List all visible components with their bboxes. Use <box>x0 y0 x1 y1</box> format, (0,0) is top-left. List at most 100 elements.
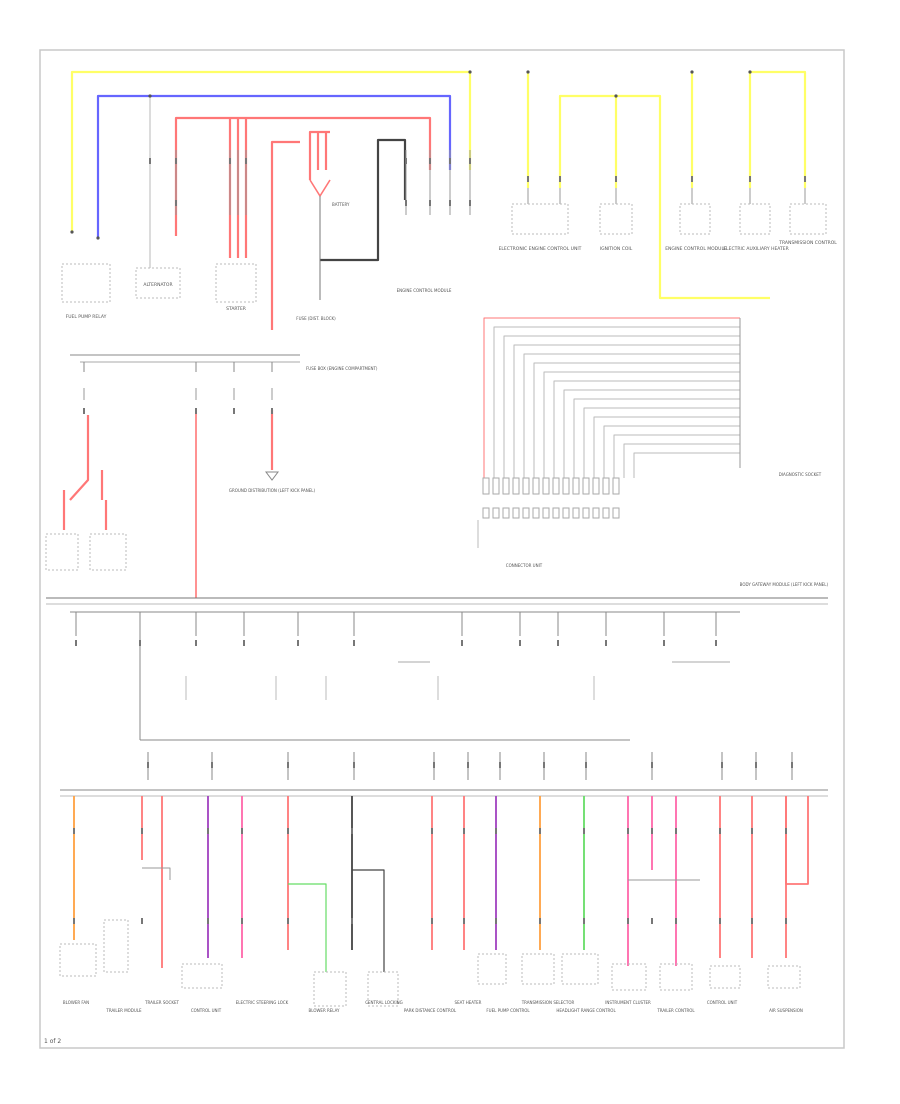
wire-label-mark <box>429 200 431 206</box>
wire-label-mark <box>139 640 141 646</box>
component-label: FUEL PUMP RELAY <box>66 314 107 320</box>
wire-label-mark <box>461 640 463 646</box>
wire-label-mark <box>75 640 77 646</box>
connector-pin <box>512 477 520 495</box>
component-box <box>739 203 771 235</box>
connector-pin <box>522 477 530 495</box>
connector-pin <box>562 507 570 519</box>
component-label: IGNITION COIL <box>600 246 633 252</box>
component-label: TRANSMISSION CONTROL <box>778 240 837 246</box>
component-label: SEAT HEATER <box>455 1000 482 1005</box>
component-label: BODY GATEWAY MODULE (LEFT KICK PANEL) <box>740 582 829 587</box>
wire-label-mark <box>175 158 177 164</box>
wire <box>623 443 740 478</box>
connector-pin <box>612 507 620 519</box>
wire-label-mark <box>245 158 247 164</box>
wire-label-mark <box>463 828 465 834</box>
diagram-border <box>39 49 845 1049</box>
wire-label-mark <box>73 918 75 924</box>
connector-pin <box>592 477 600 495</box>
connector-pin <box>482 507 490 519</box>
wire <box>593 416 740 478</box>
wire-label-mark <box>297 640 299 646</box>
component-box <box>313 971 347 1007</box>
wire <box>583 407 740 478</box>
wire <box>613 434 740 478</box>
component-box <box>181 963 223 989</box>
wire <box>573 398 740 478</box>
junction-dot <box>96 236 100 240</box>
connector-pin <box>572 477 580 495</box>
wire <box>523 353 740 478</box>
wire-label-mark <box>721 762 723 768</box>
ground-symbol <box>265 471 279 481</box>
wire-label-mark <box>211 762 213 768</box>
wire-label-mark <box>651 762 653 768</box>
wire-label-mark <box>675 918 677 924</box>
junction-dot <box>526 70 530 74</box>
wire-label-mark <box>287 828 289 834</box>
component-label: TRAILER SOCKET <box>144 1000 179 1005</box>
wire-label-mark <box>287 918 289 924</box>
junction-dot <box>748 70 752 74</box>
component-label: CENTRAL LOCKING <box>365 1000 403 1005</box>
wire-label-mark <box>519 640 521 646</box>
wire-label-mark <box>405 158 407 164</box>
wire-label-mark <box>141 828 143 834</box>
junction-dot <box>468 70 472 74</box>
wire-label-mark <box>651 828 653 834</box>
wire-label-mark <box>785 828 787 834</box>
component-label: BLOWER RELAY <box>308 1008 340 1013</box>
component-label: FUSE BOX (ENGINE COMPARTMENT) <box>306 366 378 371</box>
component-box <box>477 953 507 985</box>
wire-label-mark <box>755 762 757 768</box>
wire-label-mark <box>583 828 585 834</box>
connector-pin <box>602 477 610 495</box>
component-label: BATTERY <box>332 202 350 207</box>
wire <box>174 116 432 236</box>
wire <box>748 70 807 188</box>
wire-label-mark <box>195 408 197 414</box>
wire <box>483 317 740 478</box>
wire-label-mark <box>229 158 231 164</box>
wire-label-mark <box>175 200 177 206</box>
component-box <box>679 203 711 235</box>
wire-label-mark <box>405 200 407 206</box>
wire-label-mark <box>433 762 435 768</box>
connector-pin <box>492 507 500 519</box>
wire-label-mark <box>583 918 585 924</box>
connector-pin <box>532 507 540 519</box>
wires-layer <box>46 70 828 972</box>
component-label: ELECTRIC STEERING LOCK <box>236 1000 289 1005</box>
wire-label-mark <box>429 158 431 164</box>
labels-layer: FUEL PUMP RELAYALTERNATORSTARTERBATTERYF… <box>63 158 837 1013</box>
connector-pin <box>592 507 600 519</box>
wire-label-mark <box>785 918 787 924</box>
component-label: CONTROL UNIT <box>707 1000 738 1005</box>
wire-label-mark <box>627 918 629 924</box>
wire-label-mark <box>207 918 209 924</box>
junction-dot <box>70 230 74 234</box>
wire-label-mark <box>195 640 197 646</box>
junction-dot <box>690 70 694 74</box>
component-box <box>709 965 741 989</box>
wire-label-mark <box>719 918 721 924</box>
connector-pin <box>512 507 520 519</box>
wire-label-mark <box>149 158 151 164</box>
wire <box>142 867 171 880</box>
wire-label-mark <box>241 918 243 924</box>
connector-pin <box>552 477 560 495</box>
wire <box>308 130 330 180</box>
component-label: TRAILER CONTROL <box>656 1008 695 1013</box>
wire-label-mark <box>351 828 353 834</box>
connector-pin <box>532 477 540 495</box>
wire-label-mark <box>585 762 587 768</box>
wire-label-mark <box>527 176 529 182</box>
wire-label-mark <box>147 762 149 768</box>
connector-pin <box>582 507 590 519</box>
wire-label-mark <box>651 918 653 924</box>
wire-label-mark <box>431 918 433 924</box>
component-box <box>659 963 693 991</box>
junction-dot <box>614 94 618 98</box>
